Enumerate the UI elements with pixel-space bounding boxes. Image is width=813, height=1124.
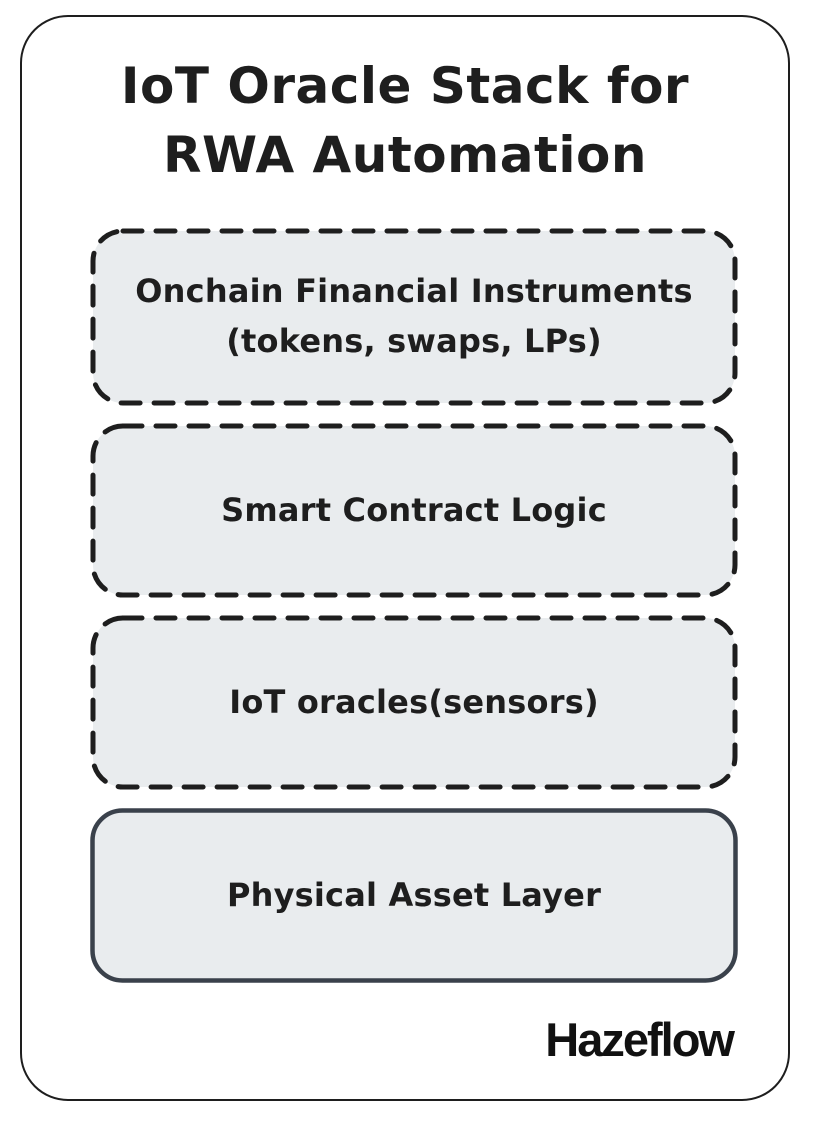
layer-label-line-1: Smart Contract Logic (221, 490, 607, 529)
layer-label: Physical Asset Layer (90, 808, 738, 983)
diagram-title-line-2: RWA Automation (163, 126, 647, 184)
layer-label: IoT oracles(sensors) (90, 615, 738, 790)
layer-label: Smart Contract Logic (90, 423, 738, 598)
layer-box-smart-contract-logic: Smart Contract Logic (90, 423, 738, 598)
dashed-border-shape (90, 423, 738, 598)
layer-box-onchain-financial-instruments: Onchain Financial Instruments (tokens, s… (90, 228, 738, 406)
dashed-border-shape (90, 615, 738, 790)
hazeflow-logo-text: Hazeflow (545, 1013, 735, 1066)
diagram-title-line-1: IoT Oracle Stack for (120, 57, 690, 115)
dashed-border-shape (90, 228, 738, 406)
diagram-title: IoT Oracle Stack for RWA Automation (20, 52, 790, 190)
layer-label-line-1: Onchain Financial Instruments (135, 272, 693, 311)
layer-label-line-1: IoT oracles(sensors) (229, 682, 599, 721)
layer-label: Onchain Financial Instruments (tokens, s… (90, 228, 738, 406)
layer-box-iot-oracles-sensors: IoT oracles(sensors) (90, 615, 738, 790)
solid-border-shape (90, 808, 738, 983)
layer-box-physical-asset-layer: Physical Asset Layer (90, 808, 738, 983)
hazeflow-logo: Hazeflow (20, 1012, 735, 1067)
layer-label-line-2: (tokens, swaps, LPs) (226, 322, 602, 360)
layer-label-line-1: Physical Asset Layer (226, 875, 602, 914)
